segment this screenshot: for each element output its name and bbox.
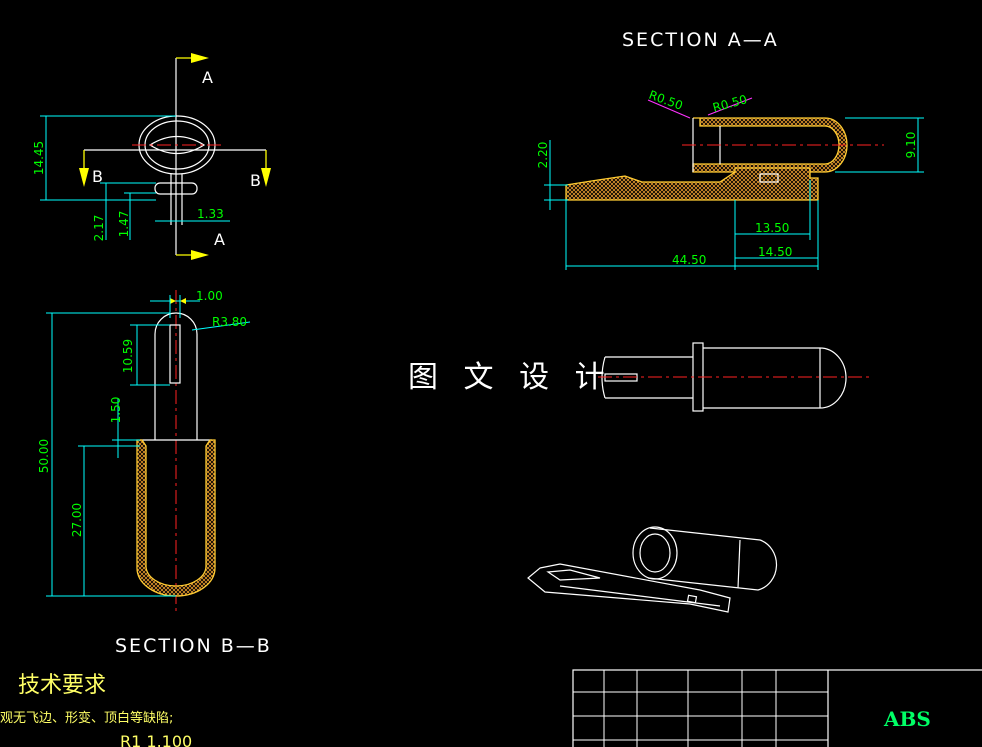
marker-a-top: A (202, 68, 215, 87)
title-block-frame (572, 669, 982, 747)
notes-line-1: 观无飞边、形变、顶白等缺陷; (0, 710, 173, 726)
side-view: 图 文 设 计 (408, 342, 872, 412)
leader-r0-50-b (707, 97, 753, 116)
dim-text-1-50: 1.50 (109, 397, 123, 424)
aa-latch-arm (565, 167, 819, 201)
section-aa-title: SECTION A—A (622, 29, 779, 51)
section-arrow-a-top (191, 53, 209, 63)
section-bb-title: SECTION B—B (115, 635, 272, 657)
leader-r0-50-a (647, 99, 691, 119)
iso-barrel-rim-inner (639, 533, 671, 573)
section-arrow-b-left (79, 168, 89, 187)
iso-barrel (647, 527, 778, 591)
bb-slot (169, 324, 181, 384)
section-arrow-a-bottom (191, 250, 209, 260)
dim-text-2-20: 2.20 (536, 142, 550, 169)
top-view: A A B B 14.45 2.17 1.47 1.33 (32, 53, 271, 260)
side-barrel (703, 347, 847, 409)
section-aa-view: SECTION A—A R0.50 R0.50 2.20 9.10 13.50 (536, 29, 924, 270)
dim-text-r0-50-a: R0.50 (647, 88, 685, 113)
technical-notes: 技术要求 观无飞边、形变、顶白等缺陷; R1 1.100 (0, 673, 192, 747)
title-block: ABS (572, 669, 982, 747)
dim-text-1-47: 1.47 (117, 211, 131, 238)
dim-text-r0-50-b: R0.50 (711, 92, 748, 115)
marker-b-right: B (250, 171, 263, 190)
notes-title: 技术要求 (18, 673, 106, 698)
bb-upper-body (154, 312, 198, 440)
grip-slot (148, 135, 206, 155)
notes-line-2: R1 1.100 (120, 732, 192, 747)
aa-latch-notch (759, 173, 779, 183)
dim-text-2-17: 2.17 (92, 215, 106, 242)
bb-tube-wall (136, 439, 216, 597)
dim-text-50-00: 50.00 (37, 439, 51, 473)
marker-a-bottom: A (214, 230, 227, 249)
dim-text-14-45: 14.45 (32, 141, 46, 175)
leader-r3-80 (191, 321, 251, 331)
iso-barrel-rim-outer (632, 526, 678, 580)
iso-latch-arm (527, 563, 731, 613)
dim-text-9-10: 9.10 (904, 132, 918, 159)
stem-flange (154, 182, 198, 195)
material-label: ABS (883, 707, 931, 731)
isometric-view (527, 526, 778, 613)
dim-text-r3-80: R3.80 (212, 315, 247, 329)
section-arrow-b-right (261, 168, 271, 187)
section-bb-view: 1.00 R3.80 10.59 1.50 50.00 27.00 SECTIO… (37, 289, 272, 657)
dim-text-13-50: 13.50 (755, 221, 789, 235)
watermark-text: 图 文 设 计 (408, 360, 613, 395)
dim-text-14-50: 14.50 (758, 245, 792, 259)
dim-text-10-59: 10.59 (121, 339, 135, 373)
dim-text-44-50: 44.50 (672, 253, 706, 267)
dim-text-1-33: 1.33 (197, 207, 224, 221)
dim-text-1-00: 1.00 (196, 289, 223, 303)
marker-b-left: B (92, 167, 105, 186)
dim-text-27-00: 27.00 (70, 503, 84, 537)
